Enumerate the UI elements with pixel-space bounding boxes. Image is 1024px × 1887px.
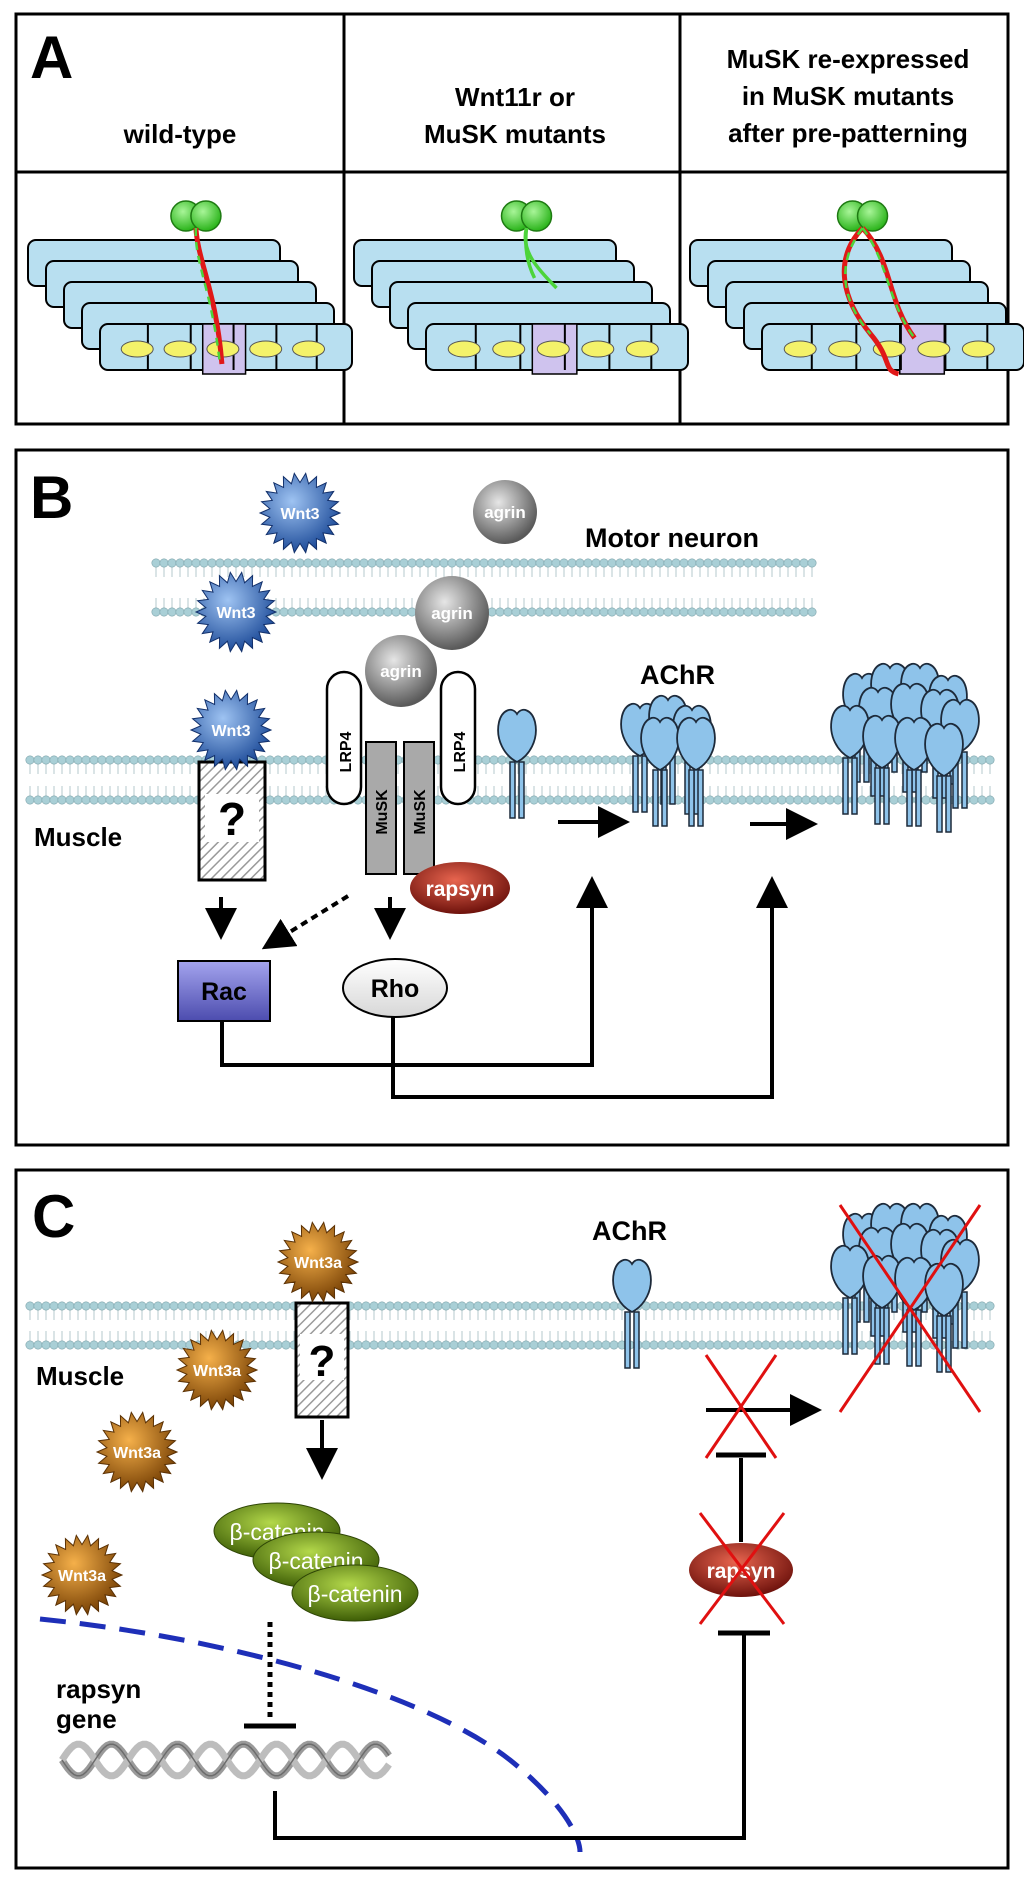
achr-group-c — [612, 1202, 980, 1373]
wnt3a-label-4: Wnt3a — [58, 1568, 106, 1585]
wnt3a-label-1: Wnt3a — [294, 1255, 342, 1272]
muscle-stack-wild-type — [27, 200, 353, 375]
col3-label-line1: MuSK re-expressed — [727, 44, 970, 74]
agrin-label-1: agrin — [484, 503, 526, 522]
col3-label-line2: in MuSK mutants — [742, 81, 954, 111]
rapsyn-gene-label-1: rapsyn — [56, 1674, 141, 1704]
agrin-membrane: agrin — [415, 576, 489, 650]
achr-receptor — [676, 716, 716, 827]
achr-receptor — [924, 1262, 964, 1373]
wnt3-star-1: Wnt3 — [258, 472, 342, 554]
rac-box: Rac — [177, 960, 271, 1022]
col3-label-line3: after pre-patterning — [728, 118, 968, 148]
lrp4-left-label: LRP4 — [338, 731, 355, 772]
panel-c: C Muscle ? Wnt3a Wnt3a Wnt3a Wnt3a β-cat… — [14, 1168, 1010, 1870]
achr-receptor — [862, 1254, 902, 1365]
achr-label-c: AChR — [592, 1216, 667, 1246]
agrin-bound: agrin — [365, 635, 437, 707]
agrin-label-2: agrin — [431, 604, 473, 623]
musk-right-label: MuSK — [412, 789, 429, 835]
achr-receptor — [612, 1258, 652, 1369]
achr-receptor — [830, 704, 870, 815]
rapsyn-b-label: rapsyn — [426, 878, 495, 901]
col1-label: wild-type — [123, 119, 237, 149]
agrin-label-3: agrin — [380, 662, 422, 681]
rho-label: Rho — [371, 975, 420, 1003]
panel-b: B Motor neuron Muscle ? LRP4 LRP4 MuSK M… — [14, 448, 1010, 1147]
achr-receptor — [640, 716, 680, 827]
rapsyn-b: rapsyn — [410, 862, 510, 914]
rho-ellipse: Rho — [342, 958, 448, 1018]
lrp4-right: LRP4 — [439, 670, 477, 806]
wnt3a-star-4: Wnt3a — [40, 1534, 124, 1616]
musk-left-label: MuSK — [374, 789, 391, 835]
agrin-floating: agrin — [473, 480, 537, 544]
muscle-label-c: Muscle — [36, 1361, 124, 1391]
panel-a-letter: A — [30, 24, 73, 91]
musk-left: MuSK — [365, 741, 397, 875]
wnt3-label-1: Wnt3 — [280, 506, 319, 523]
musk-right: MuSK — [403, 741, 435, 875]
lrp4-left: LRP4 — [325, 670, 363, 806]
wnt3-star-bound: Wnt3 — [189, 689, 273, 771]
panel-a: A wild-type Wnt11r or MuSK mutants MuSK … — [14, 12, 1024, 426]
achr-label-b: AChR — [640, 660, 715, 690]
wnt3a-label-2: Wnt3a — [193, 1363, 241, 1380]
col2-label-line2: MuSK mutants — [424, 119, 606, 149]
wnt3a-star-2: Wnt3a — [175, 1329, 259, 1411]
muscle-stack-re-expressed — [689, 200, 1024, 377]
achr-receptor — [924, 722, 964, 833]
catenin-label-3: β-catenin — [307, 1581, 402, 1607]
wnt3a-label-3: Wnt3a — [113, 1445, 161, 1462]
rac-label: Rac — [201, 978, 247, 1006]
rapsyn-cross-2 — [698, 1512, 786, 1625]
receptor-label-b: ? — [218, 793, 246, 845]
panel-c-letter: C — [32, 1183, 75, 1250]
wnt3-label-3: Wnt3 — [211, 723, 250, 740]
panel-b-letter: B — [30, 464, 73, 531]
wnt3-star-2: Wnt3 — [194, 571, 278, 653]
lrp4-right-label: LRP4 — [452, 731, 469, 772]
wnt3-label-2: Wnt3 — [216, 605, 255, 622]
col2-label-line1: Wnt11r or — [455, 82, 575, 112]
receptor-label-c: ? — [309, 1337, 336, 1386]
wnt3a-star-bound: Wnt3a — [276, 1221, 360, 1303]
cluster-cross-2 — [838, 1204, 982, 1413]
nuclear-envelope — [39, 1616, 583, 1853]
rapsyn-gene-label-2: gene — [56, 1704, 117, 1734]
neuron-membrane — [151, 558, 817, 617]
motor-neuron-label: Motor neuron — [585, 523, 759, 553]
beta-catenin-3: β-catenin — [291, 1564, 419, 1622]
wnt3a-star-3: Wnt3a — [95, 1411, 179, 1493]
dna-helix — [59, 1740, 392, 1780]
achr-group-b — [497, 662, 980, 833]
muscle-stack-mutant — [353, 200, 689, 375]
achr-receptor — [894, 1256, 934, 1367]
muscle-label-b: Muscle — [34, 822, 122, 852]
arrow-cross-2 — [704, 1354, 778, 1459]
achr-receptor — [497, 708, 537, 819]
